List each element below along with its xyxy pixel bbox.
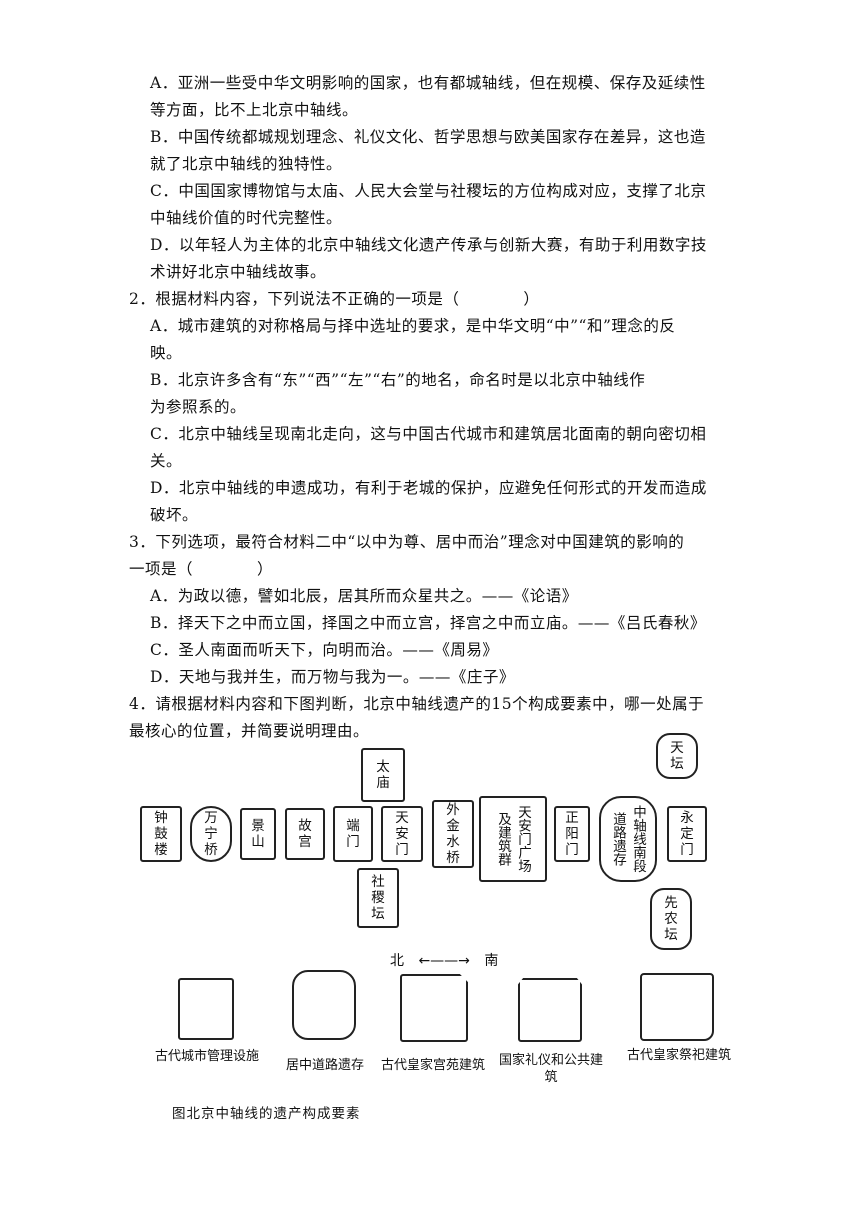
- option-1c-line-1: C．中国国家博物馆与太庙、人民大会堂与社稷坛的方位构成对应，支撑了北京: [150, 182, 707, 200]
- element-yongdingmen: 永定门: [667, 806, 707, 862]
- question-2-stem: 2．根据材料内容，下列说法不正确的一项是（ ）: [129, 290, 540, 308]
- legend-label-sacrificial-buildings: 古代皇家祭祀建筑: [626, 1048, 731, 1063]
- direction-indicator: 北 ←——→ 南: [390, 950, 498, 970]
- question-3-stem-line-1: 3．下列选项，最符合材料二中“以中为尊、居中而治”理念对中国建筑的影响的: [129, 533, 685, 551]
- legend-shape-road-remains: [292, 970, 356, 1040]
- option-1b-line-1: B．中国传统都城规划理念、礼仪文化、哲学思想与欧美国家存在差异，这也造: [150, 128, 706, 146]
- legend-label-road-remains: 居中道路遗存: [285, 1058, 364, 1073]
- option-1c-line-2: 中轴线价值的时代完整性。: [150, 209, 343, 227]
- option-2a-line-1: A．城市建筑的对称格局与择中选址的要求，是中华文明“中”“和”理念的反: [150, 317, 676, 335]
- element-tiantan: 天坛: [656, 733, 698, 779]
- element-waijinshuiqiao: 外金水桥: [432, 800, 474, 868]
- legend-label-city-management: 古代城市管理设施: [154, 1049, 259, 1064]
- legend-shape-palace-buildings: [400, 974, 468, 1042]
- element-zhengyangmen: 正阳门: [554, 806, 590, 862]
- option-1b-line-2: 就了北京中轴线的独特性。: [150, 155, 343, 173]
- element-taimiao: 太庙: [361, 748, 405, 802]
- south-label: 南: [484, 953, 499, 969]
- element-gugong: 故宫: [285, 808, 325, 860]
- north-label: 北: [390, 953, 404, 969]
- legend-label-palace-buildings: 古代皇家宫苑建筑: [380, 1058, 485, 1073]
- element-zhonggulou: 钟鼓楼: [140, 806, 182, 862]
- element-tiananmen-square: 天安门广场及建筑群: [479, 796, 547, 882]
- option-1d-line-2: 术讲好北京中轴线故事。: [150, 263, 327, 281]
- option-2b-line-1: B．北京许多含有“东”“西”“左”“右”的地名，命名时是以北京中轴线作: [150, 371, 646, 389]
- option-1a-line-1: A．亚洲一些受中华文明影响的国家，也有都城轴线，但在规模、保存及延续性: [150, 74, 706, 92]
- option-2c-line-2: 关。: [150, 452, 183, 470]
- legend-shape-ritual-buildings: [518, 978, 582, 1042]
- legend-shape-sacrificial-buildings: [640, 973, 714, 1041]
- option-3c: C．圣人南面而听天下，向明而治。——《周易》: [150, 641, 499, 659]
- element-jingshan: 景山: [240, 808, 276, 860]
- option-3d: D．天地与我并生，而万物与我为一。——《庄子》: [150, 668, 515, 686]
- legend-shape-city-management: [178, 978, 234, 1040]
- element-tiananmen: 天安门: [381, 806, 423, 862]
- element-shejitan: 社稷坛: [357, 868, 399, 928]
- element-duanmen: 端门: [333, 806, 373, 862]
- element-xiannongtan: 先农坛: [650, 888, 692, 950]
- option-3a: A．为政以德，譬如北辰，居其所而众星共之。——《论语》: [150, 587, 578, 605]
- figure-caption: 图北京中轴线的遗产构成要素: [172, 1106, 361, 1122]
- question-4-stem-line-1: 4．请根据材料内容和下图判断，北京中轴线遗产的15个构成要素中，哪一处属于: [129, 695, 705, 713]
- option-2b-line-2: 为参照系的。: [150, 398, 247, 416]
- element-south-road-remains: 中轴线南段道路遗存: [599, 796, 657, 882]
- element-wanningqiao: 万宁桥: [190, 806, 232, 862]
- option-2d-line-1: D．北京中轴线的申遗成功，有利于老城的保护，应避免任何形式的开发而造成: [150, 479, 707, 497]
- legend-label-ritual-buildings: 国家礼仪和公共建筑: [498, 1053, 603, 1085]
- direction-arrow: ←——→: [418, 953, 470, 969]
- question-4-stem-line-2: 最核心的位置，并简要说明理由。: [129, 722, 370, 740]
- option-1d-line-1: D．以年轻人为主体的北京中轴线文化遗产传承与创新大赛，有助于利用数字技: [150, 236, 707, 254]
- option-2d-line-2: 破坏。: [150, 506, 199, 524]
- option-1a-line-2: 等方面，比不上北京中轴线。: [150, 101, 359, 119]
- option-3b: B．择天下之中而立国，择国之中而立宫，择宫之中而立庙。——《吕氏春秋》: [150, 614, 706, 632]
- question-3-stem-line-2: 一项是（ ）: [129, 560, 274, 578]
- option-2a-line-2: 映。: [150, 344, 183, 362]
- option-2c-line-1: C．北京中轴线呈现南北走向，这与中国古代城市和建筑居北面南的朝向密切相: [150, 425, 707, 443]
